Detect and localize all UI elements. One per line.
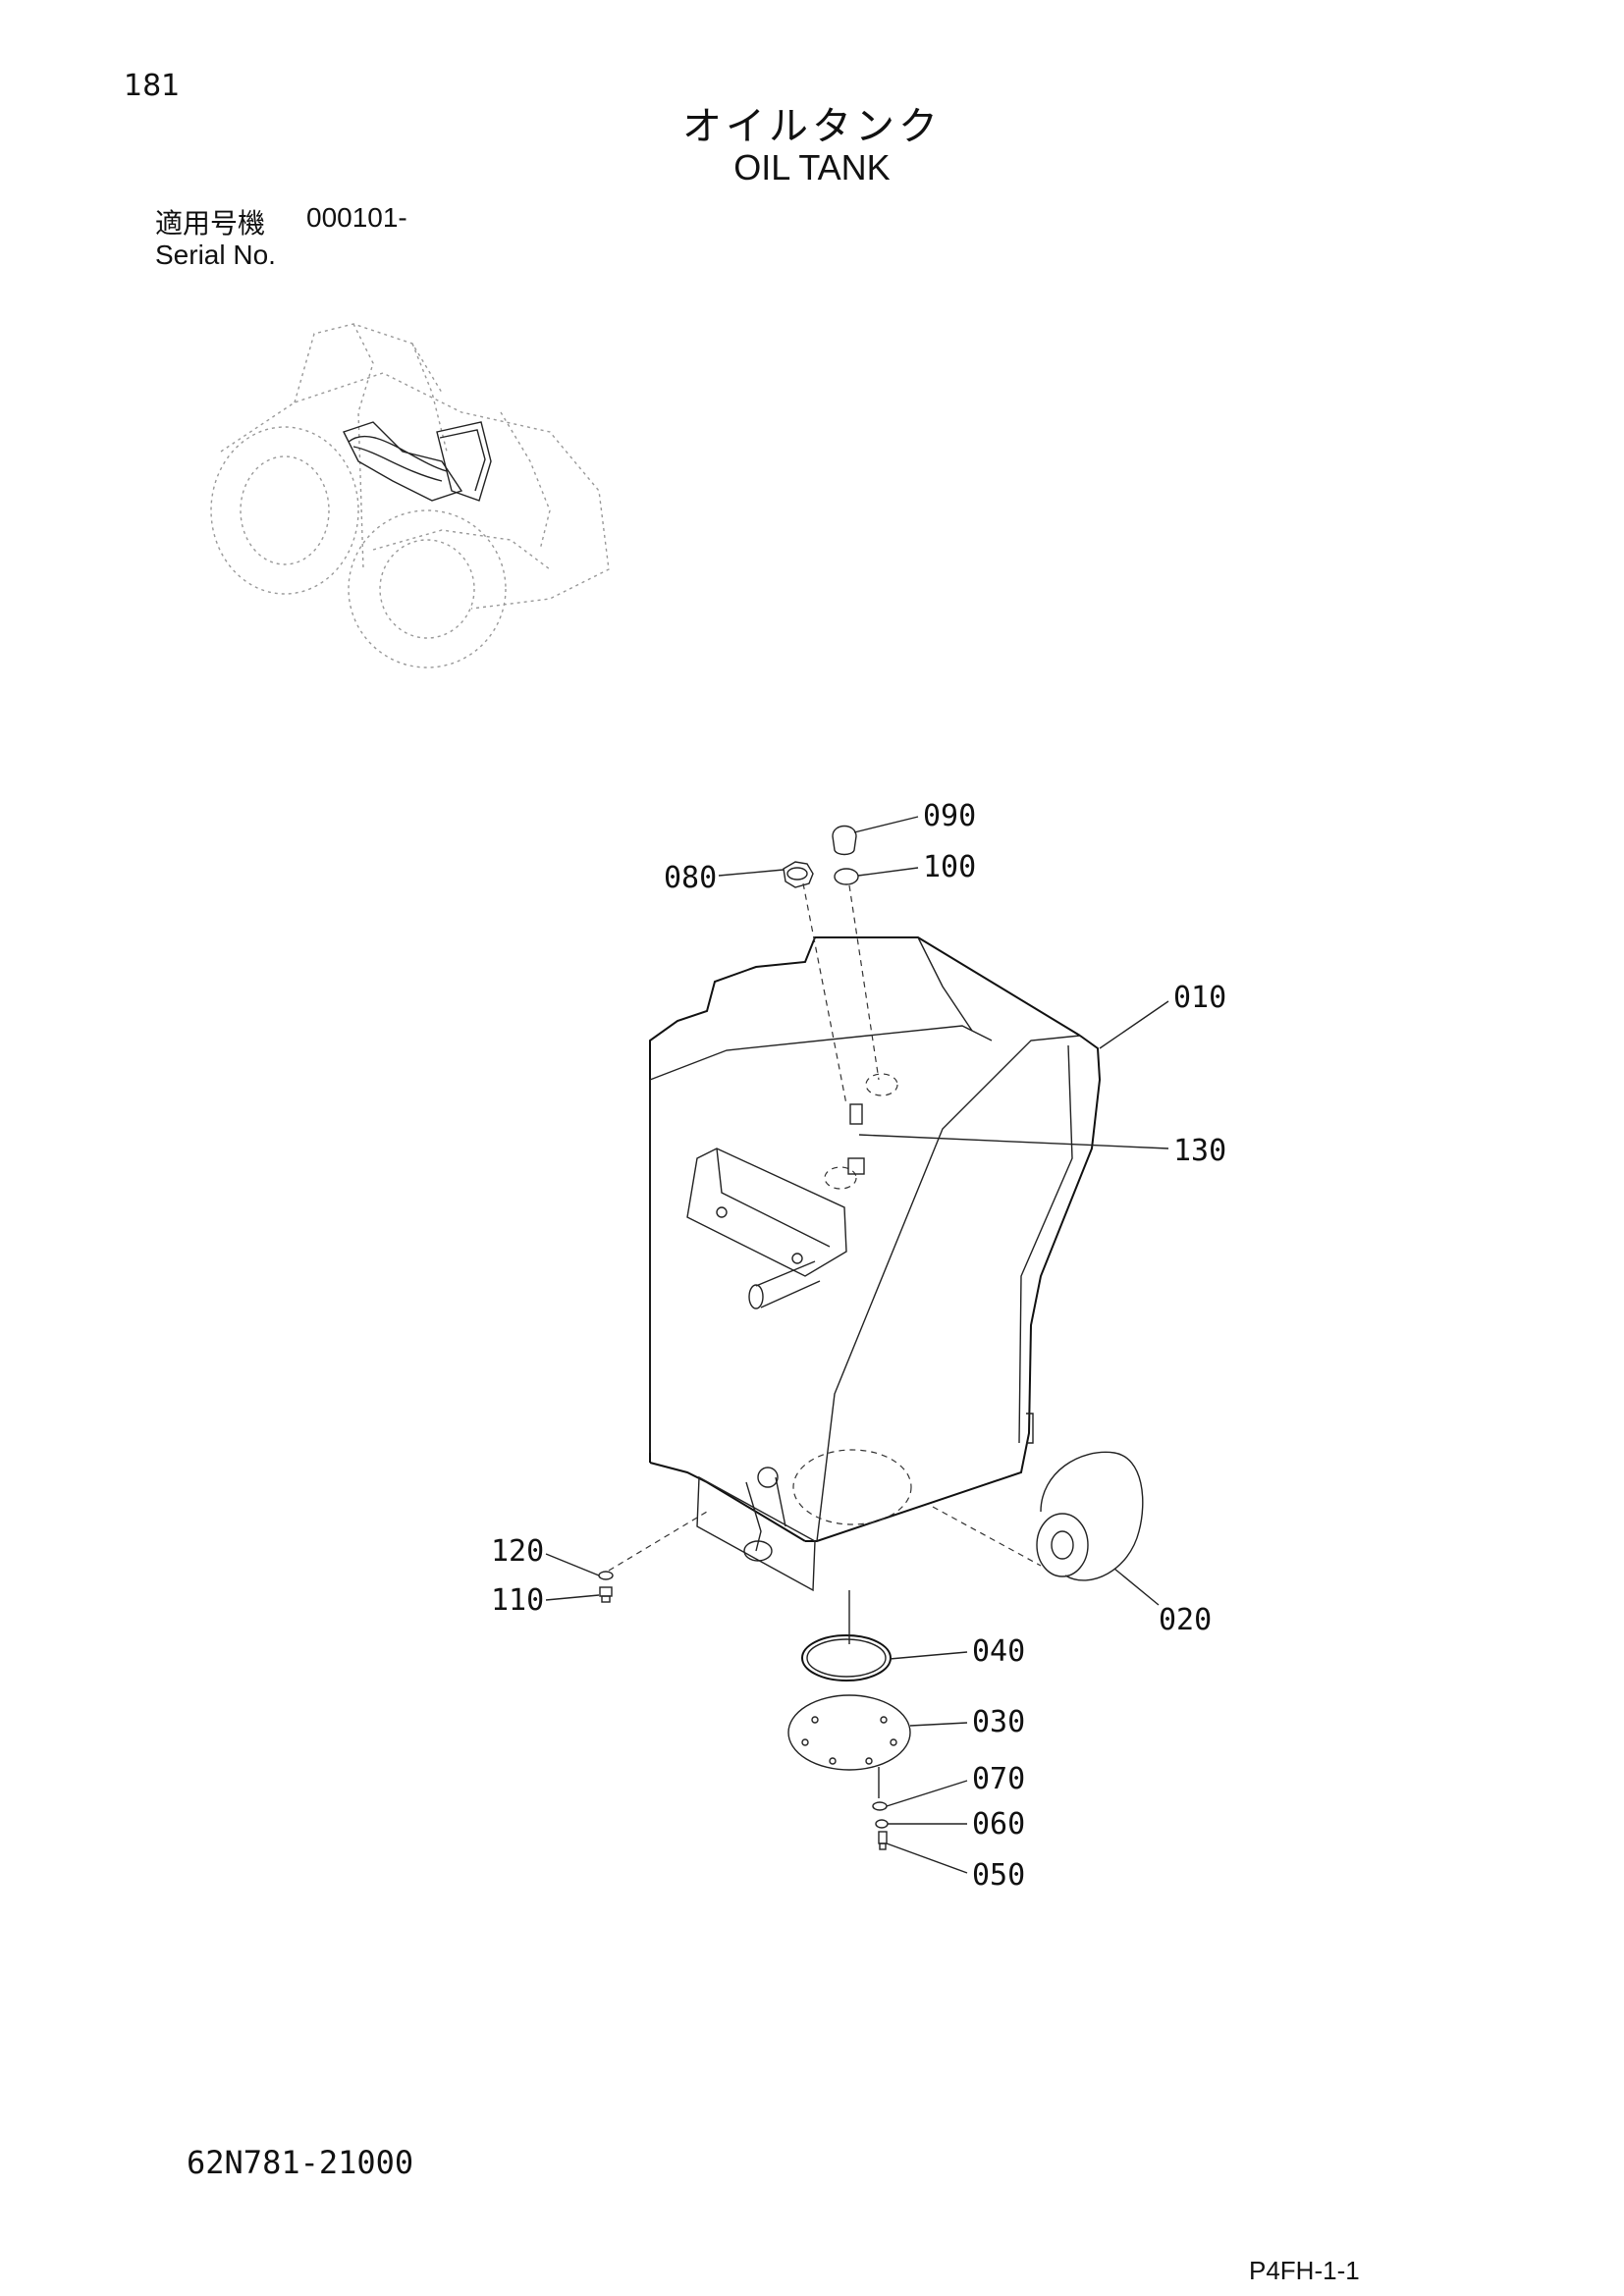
cap-part-090 (832, 825, 857, 856)
oil-tank-body (649, 936, 1102, 1592)
bolt-part-050 (878, 1831, 888, 1850)
callout-120: 120 (491, 1534, 544, 1569)
plug-part-080 (783, 861, 814, 888)
assembly-lines (608, 882, 1042, 1798)
callout-070: 070 (972, 1762, 1025, 1796)
page-title-english: OIL TANK (733, 147, 891, 187)
callout-040: 040 (972, 1634, 1025, 1669)
sheet-code: P4FH-1-1 (1249, 2256, 1360, 2285)
page-number: 181 (124, 69, 181, 103)
leader-lines (545, 816, 1169, 1874)
drawing-number: 62N781-21000 (187, 2144, 414, 2181)
cover-plate-part-030 (787, 1694, 911, 1771)
machine-locator-illustration (210, 323, 610, 668)
page-title-japanese: オイルタンク (682, 104, 942, 149)
washer-part-070 (872, 1801, 888, 1811)
ring-part-100 (834, 868, 859, 885)
callout-020: 020 (1159, 1603, 1212, 1637)
callout-010: 010 (1173, 981, 1226, 1015)
callout-090: 090 (923, 799, 976, 833)
callout-030: 030 (972, 1705, 1025, 1739)
serial-number-value: 000101- (306, 202, 407, 233)
serial-label-english: Serial No. (155, 240, 276, 270)
serial-label-japanese: 適用号機 (155, 207, 266, 240)
callout-130: 130 (1173, 1134, 1226, 1168)
o-ring-part-120 (598, 1571, 614, 1580)
callout-110: 110 (491, 1583, 544, 1618)
callout-100: 100 (923, 850, 976, 884)
callout-050: 050 (972, 1858, 1025, 1893)
plug-part-110 (599, 1586, 613, 1603)
callout-080: 080 (664, 861, 717, 895)
washer-part-060 (875, 1819, 889, 1829)
filter-part-020 (1036, 1451, 1144, 1581)
callout-060: 060 (972, 1807, 1025, 1842)
gasket-part-040 (801, 1634, 892, 1682)
